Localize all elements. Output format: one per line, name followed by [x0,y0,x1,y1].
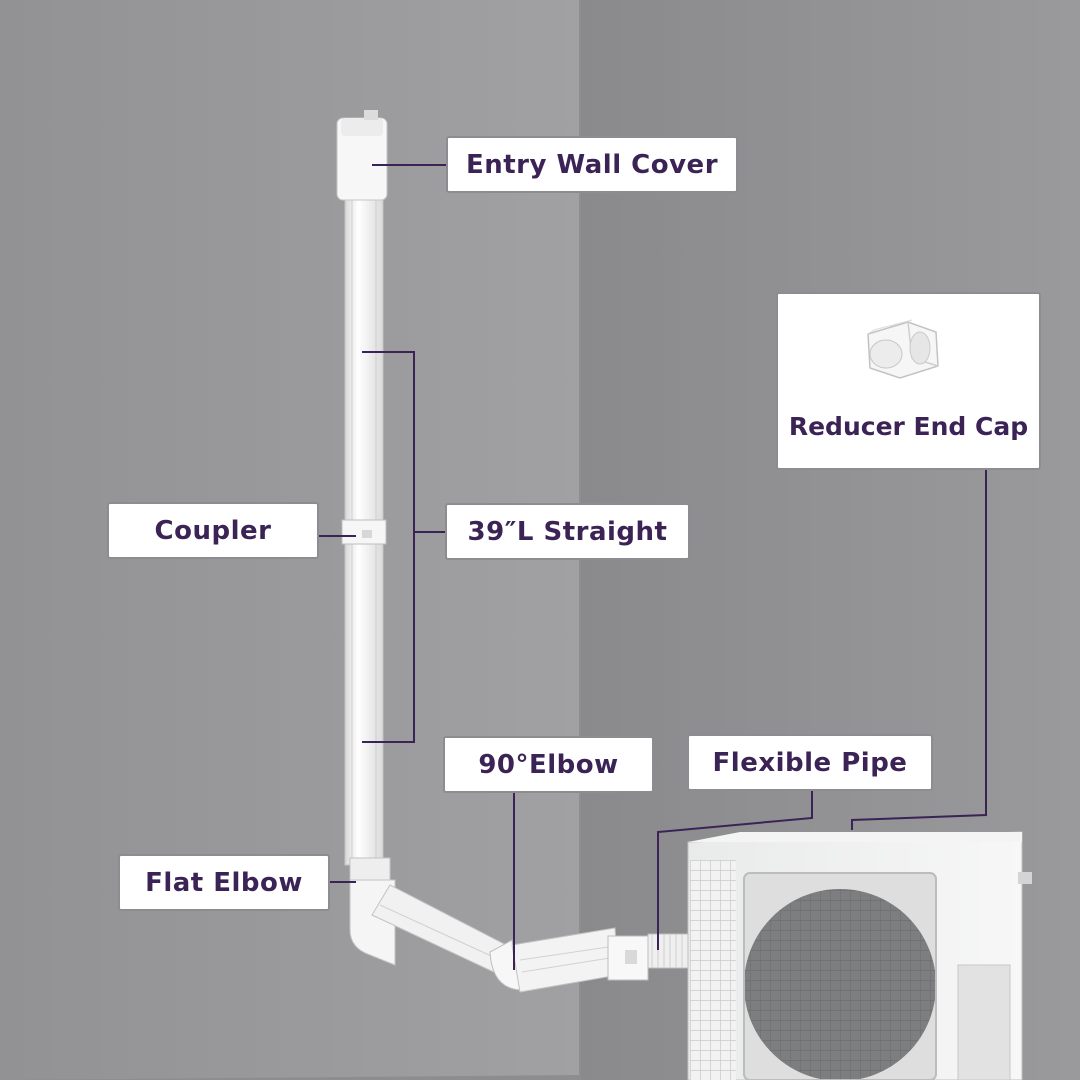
leader-reducer-end-cap [851,470,987,830]
wall-right [580,0,1080,1080]
straight-label: 39″L Straight [445,503,690,560]
reducer-end-cap-icon [867,319,939,379]
flexible-pipe-part [647,933,691,969]
coupler-part [341,519,387,545]
outdoor-ac-unit [687,831,1032,1080]
floor-edge [0,1075,580,1080]
leader-lines [319,164,987,970]
entry-wall-cover [336,110,388,201]
leader-straight-bracket [362,351,445,743]
flat-elbow-label: Flat Elbow [118,854,330,911]
coupler-label: Coupler [107,502,319,559]
reducer-end-cap-label: Reducer End Cap [788,412,1029,441]
elbow-90-label: 90°Elbow [443,736,654,793]
horizontal-duct [511,927,649,993]
flexible-pipe-label: Flexible Pipe [687,734,933,791]
entry-wall-cover-label: Entry Wall Cover [446,136,738,193]
reducer-end-cap-card: Reducer End Cap [776,292,1041,470]
leader-flexible-pipe [657,791,813,950]
